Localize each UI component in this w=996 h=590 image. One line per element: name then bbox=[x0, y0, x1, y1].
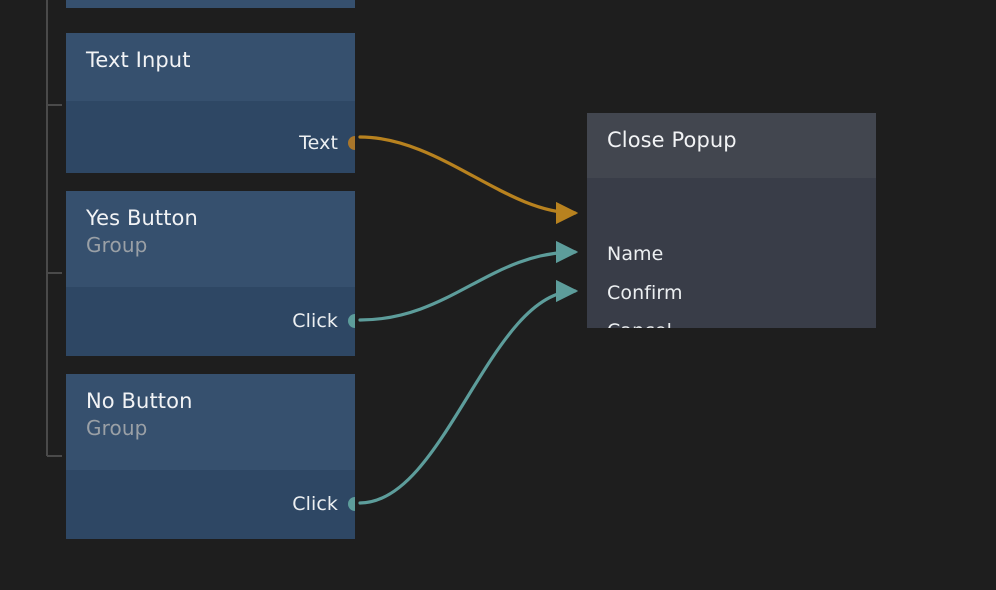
no-button-subtitle: Group bbox=[86, 416, 148, 440]
port-cancel-in[interactable]: Cancel bbox=[607, 319, 672, 328]
port-confirm-in[interactable]: Confirm bbox=[607, 281, 683, 305]
port-no-click-label: Click bbox=[292, 493, 338, 515]
wire-text-to-name bbox=[358, 135, 579, 225]
port-yes-click-out[interactable]: Click bbox=[292, 309, 355, 333]
port-cancel-in-label: Cancel bbox=[607, 319, 672, 328]
no-button-node[interactable]: No Button Group Click bbox=[66, 374, 355, 539]
no-button-title: No Button bbox=[86, 389, 193, 413]
yes-button-title: Yes Button bbox=[86, 206, 198, 230]
text-input-title: Text Input bbox=[86, 48, 191, 72]
port-name-in[interactable]: Name bbox=[607, 242, 663, 266]
text-input-header: Text Input bbox=[66, 33, 355, 101]
close-popup-node[interactable]: Close Popup Name Confirm Cancel bbox=[587, 113, 876, 328]
text-input-node[interactable]: Text Input Text bbox=[66, 33, 355, 173]
yes-button-node[interactable]: Yes Button Group Click bbox=[66, 191, 355, 356]
yes-button-header: Yes Button Group bbox=[66, 191, 355, 287]
wire-yes-click-to-confirm bbox=[358, 240, 579, 322]
clipped-node-header bbox=[66, 0, 355, 8]
no-button-header: No Button Group bbox=[66, 374, 355, 470]
wire-no-click-to-cancel bbox=[358, 279, 579, 505]
yes-button-body: Click bbox=[66, 287, 355, 356]
close-popup-title: Close Popup bbox=[607, 128, 737, 152]
port-no-click-out[interactable]: Click bbox=[292, 492, 355, 516]
port-dot-icon[interactable] bbox=[348, 497, 355, 511]
yes-button-subtitle: Group bbox=[86, 233, 148, 257]
port-dot-icon[interactable] bbox=[348, 136, 355, 150]
close-popup-header: Close Popup bbox=[587, 113, 876, 178]
port-yes-click-label: Click bbox=[292, 310, 338, 332]
port-name-in-label: Name bbox=[607, 243, 664, 265]
port-confirm-in-label: Confirm bbox=[607, 282, 683, 304]
clipped-node-top[interactable] bbox=[66, 0, 355, 8]
port-dot-icon[interactable] bbox=[348, 314, 355, 328]
close-popup-body: Name Confirm Cancel bbox=[587, 178, 876, 328]
text-input-body: Text bbox=[66, 101, 355, 173]
port-text-out[interactable]: Text bbox=[299, 131, 355, 155]
port-text-out-label: Text bbox=[299, 132, 338, 154]
no-button-body: Click bbox=[66, 470, 355, 539]
